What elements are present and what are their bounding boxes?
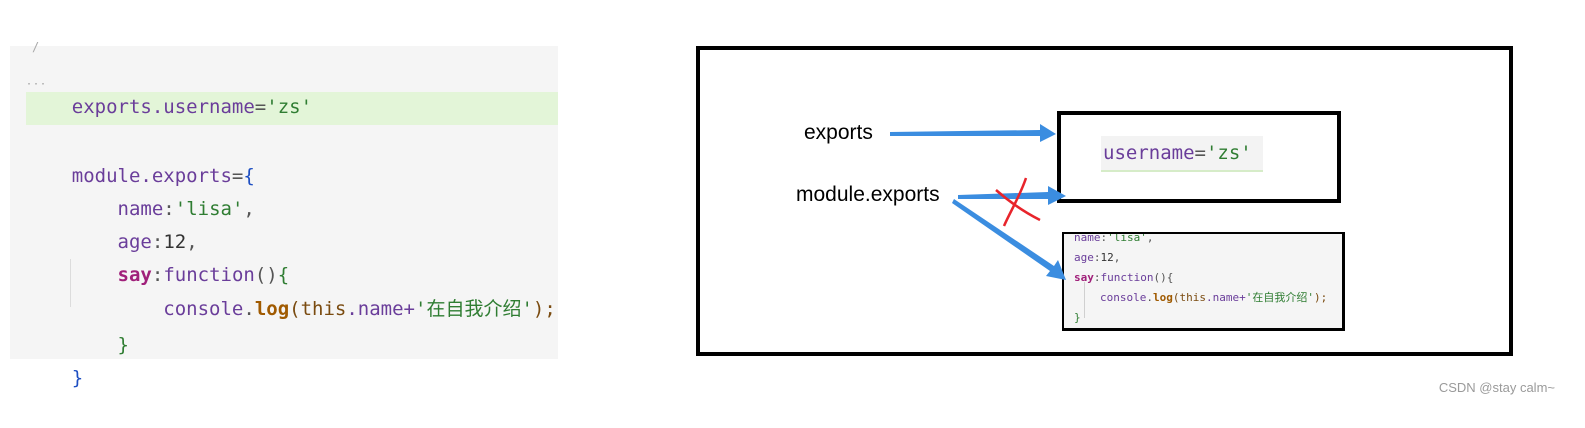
arrow-exports-to-object [890,124,1056,142]
comment-fragment: / [32,40,40,54]
token-colon: : [163,198,175,220]
mini-line-name: name:'lisa', [1074,232,1154,248]
code-line-name: name:'lisa', [26,160,255,220]
token-log: log [254,298,290,320]
code-line-module-exports: module.exports={ [26,127,255,187]
arrows-layer [890,124,1066,280]
mini-line-console: console.log(this.name+'在自我介绍'); [1100,288,1327,308]
token-name-concat: .name+ [1205,291,1246,304]
token-string-intro: '在自我介绍' [1245,291,1314,304]
fold-dots: ··· [26,79,48,90]
token-module-exports: module.exports [71,165,232,187]
token-name: name [1074,232,1101,244]
token-brace: { [277,264,290,286]
token-brace-close: } [117,334,129,356]
token-assign: = [1194,142,1206,164]
token-colon: : [1100,232,1108,244]
token-string-lisa: 'lisa' [174,198,244,220]
token-string-lisa: 'lisa' [1107,232,1147,244]
mini-line-age: age:12, [1074,248,1120,268]
token-console: console [163,298,244,320]
token-log: log [1152,291,1173,304]
mini-indent-guide [1084,282,1085,318]
token-colon: : [1093,251,1101,264]
indent-guide [70,259,71,307]
token-username: username [1103,142,1195,164]
code-line-age: age:12, [26,193,198,253]
token-string-zs: 'zs' [1205,142,1252,164]
code-line-close-object: } [26,329,83,389]
token-age: age [117,231,152,253]
token-parens: () [254,264,278,286]
token-assign: = [254,96,267,118]
code-line-say: say:function(){ [26,226,290,286]
token-age: age [1074,251,1094,264]
token-brace-open: { [243,165,255,187]
token-number: 12 [1100,251,1114,264]
token-exports: exports [71,96,152,118]
token-close: ); [532,298,556,320]
red-cross-mark [995,177,1041,227]
token-comma: , [1146,232,1154,244]
token-console: console [1100,291,1147,304]
token-name: name [117,198,164,220]
token-dot: . [243,298,255,320]
mini-line-close: } [1074,308,1081,328]
exports-object-code: username='zs' [1101,136,1263,172]
token-function: function [163,264,255,286]
code-editor: / exports.username='zs' ··· module.expor… [10,40,558,389]
token-comma: , [1113,251,1121,264]
module-exports-label: module.exports [796,183,940,206]
token-this: this [300,298,347,320]
token-brace-close: } [1074,311,1081,324]
arrow-module-exports-to-new-object [952,199,1066,280]
token-colon: : [151,231,164,253]
exports-label: exports [804,121,873,144]
token-brace-close: } [71,367,84,389]
highlighted-empty-line [26,92,558,125]
code-line-console-log: console.log(this.name+'在自我介绍'); [26,260,556,320]
code-line-exports-username: exports.username='zs' [26,58,312,118]
arrow-module-exports-to-old-object [958,186,1066,205]
token-function: function [1100,271,1154,284]
token-dot: . [1146,291,1153,304]
token-colon: : [151,264,164,286]
token-this: this [1179,291,1206,304]
token-parens-brace: (){ [1153,271,1174,284]
code-line-close-function: } [26,296,129,356]
token-close: ); [1313,291,1328,304]
token-name-concat: .name+ [346,298,415,320]
token-say: say [117,264,152,286]
token-say: say [1074,271,1094,284]
csdn-watermark: CSDN @stay calm~ [1438,380,1555,395]
token-number: 12 [163,231,187,253]
token-assign: = [231,165,244,187]
token-colon: : [1093,271,1101,284]
token-comma: , [186,231,198,253]
token-string-intro: '在自我介绍' [415,298,533,320]
mini-line-say: say:function(){ [1074,268,1173,288]
diagram-frame [696,46,1513,356]
token-comma: , [243,198,255,220]
token-paren-open: ( [289,298,301,320]
token-string-zs: 'zs' [266,96,313,118]
token-paren-open: ( [1172,291,1180,304]
new-object-code-box: name:'lisa', age:12, say:function(){ con… [1062,232,1345,331]
token-username: .username [151,96,255,118]
